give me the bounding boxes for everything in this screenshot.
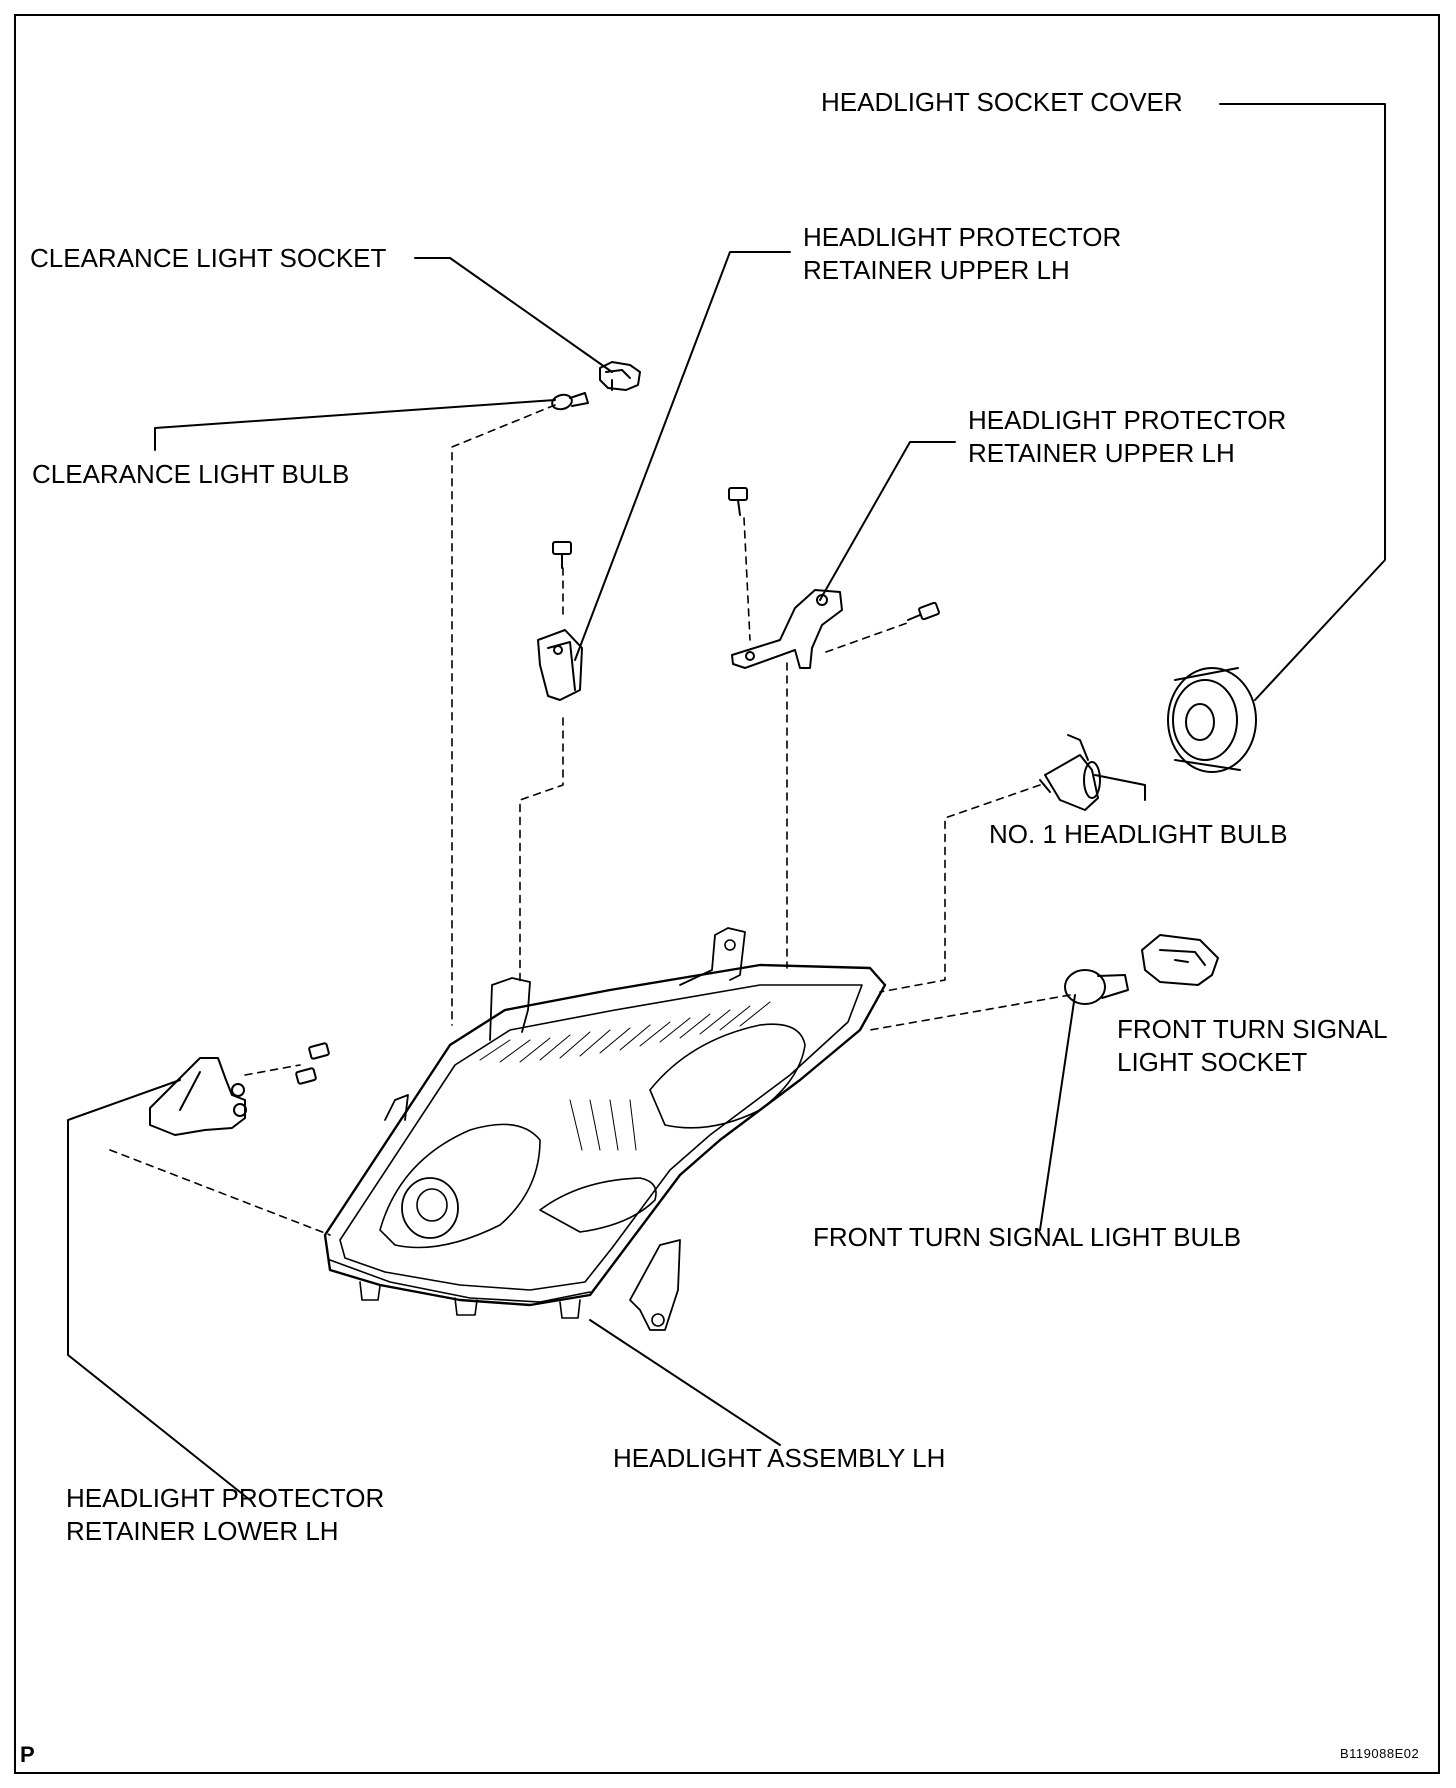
label-protector-retainer-upper-2-line2: RETAINER UPPER LH [968, 438, 1235, 468]
label-protector-retainer-upper-1-line1: HEADLIGHT PROTECTOR [803, 222, 1122, 252]
dash-lower [109, 1149, 331, 1236]
label-clearance-light-socket: CLEARANCE LIGHT SOCKET [30, 243, 387, 273]
dash-clearance [451, 404, 556, 1026]
leader-no1-bulb [1094, 774, 1146, 801]
retainer-upper-bracket-icon [537, 629, 583, 701]
turn-signal-socket-icon [1141, 934, 1219, 986]
leader-upper-retainer-1 [574, 251, 791, 661]
dash-upper-1b [519, 717, 564, 986]
figure-id: B119088E02 [1340, 1746, 1420, 1761]
dash-bulb [879, 784, 1041, 993]
bolt-icon [295, 487, 940, 1085]
label-protector-retainer-upper-2-line1: HEADLIGHT PROTECTOR [968, 405, 1287, 435]
assembly-lines [109, 404, 1071, 1236]
label-headlight-assembly: HEADLIGHT ASSEMBLY LH [613, 1443, 946, 1473]
socket-cover-icon [1167, 667, 1257, 773]
label-protector-retainer-lower-line2: RETAINER LOWER LH [66, 1516, 339, 1546]
leader-turn-bulb [1039, 994, 1076, 1231]
dash-upper-2c [825, 621, 911, 653]
label-clearance-light-bulb: CLEARANCE LIGHT BULB [32, 459, 350, 489]
label-front-turn-signal-socket-line1: FRONT TURN SIGNAL [1117, 1014, 1388, 1044]
leader-assembly [589, 1319, 781, 1446]
leader-socket-cover [1219, 103, 1386, 701]
label-front-turn-signal-socket-line2: LIGHT SOCKET [1117, 1047, 1308, 1077]
leader-lines [67, 103, 1386, 1501]
corner-mark: P [20, 1742, 35, 1767]
lens-hatching [479, 1001, 771, 1151]
label-headlight-socket-cover: HEADLIGHT SOCKET COVER [821, 87, 1183, 117]
retainer-upper-bracket-icon [731, 589, 843, 669]
dash-upper-2 [743, 517, 751, 641]
leader-upper-retainer-2 [819, 441, 956, 601]
turn-signal-bulb-icon [1064, 969, 1129, 1005]
headlight-bulb-icon [1039, 734, 1101, 811]
clearance-bulb-icon [551, 392, 589, 411]
leader-clearance-socket [414, 257, 613, 373]
clearance-socket-icon [599, 361, 641, 391]
label-no1-headlight-bulb: NO. 1 HEADLIGHT BULB [989, 819, 1288, 849]
diagram-frame [14, 14, 1440, 1774]
retainer-lower-bracket-icon [149, 1057, 247, 1136]
dash-turn [869, 994, 1071, 1031]
label-protector-retainer-upper-1-line2: RETAINER UPPER LH [803, 255, 1070, 285]
leader-lower-retainer [67, 1079, 251, 1501]
leader-clearance-bulb [154, 399, 556, 451]
label-front-turn-signal-bulb: FRONT TURN SIGNAL LIGHT BULB [813, 1222, 1242, 1252]
dash-lower-bolt [244, 1064, 301, 1076]
headlight-assembly-icon [323, 927, 887, 1331]
label-protector-retainer-lower-line1: HEADLIGHT PROTECTOR [66, 1483, 385, 1513]
